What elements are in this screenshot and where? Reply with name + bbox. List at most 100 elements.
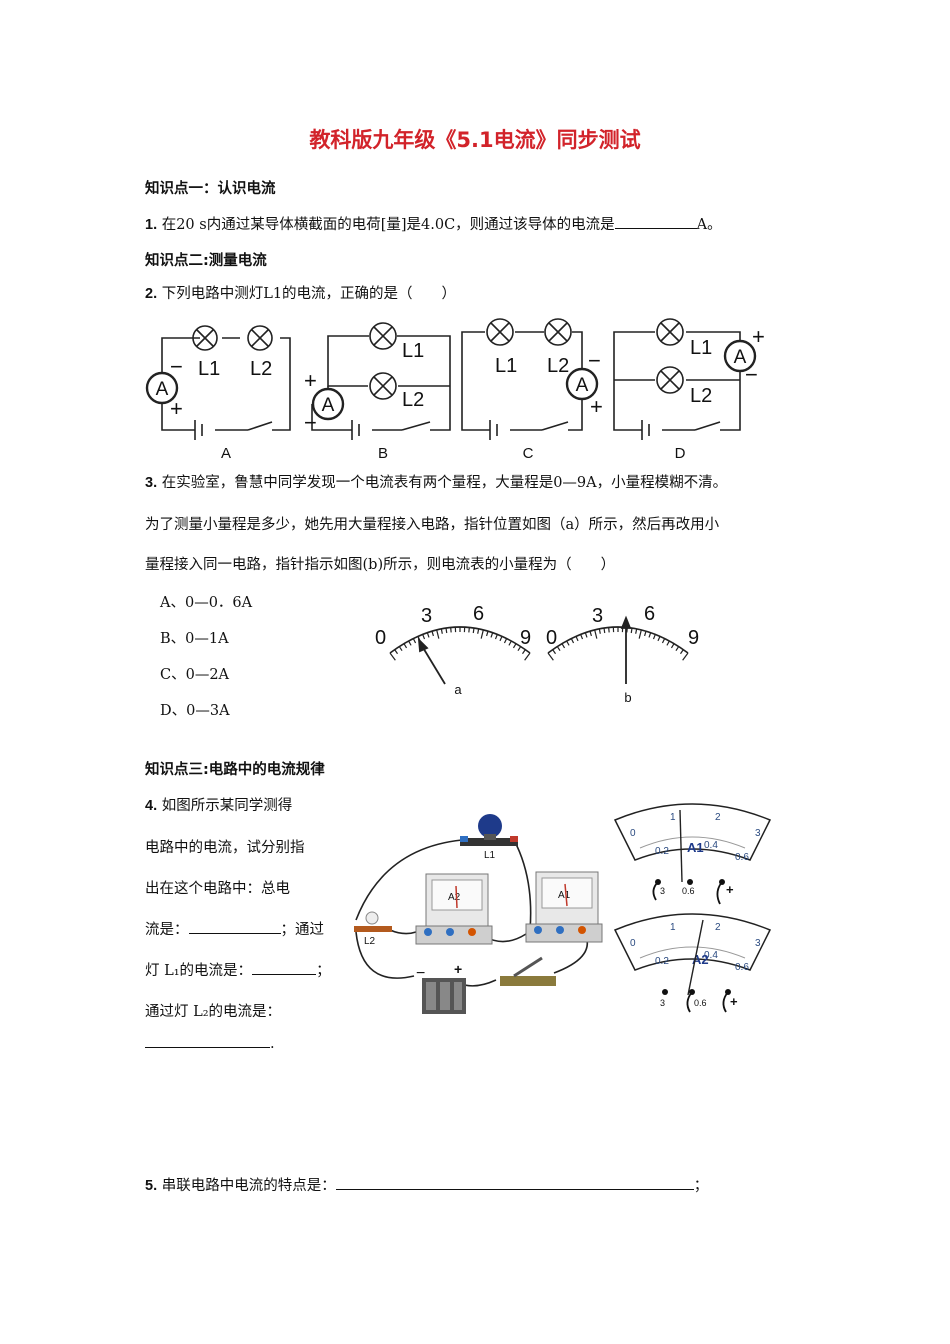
total-current-blank[interactable] <box>188 919 281 934</box>
dial-tick <box>570 638 575 644</box>
svg-text:A1: A1 <box>558 890 571 901</box>
svg-text:A1: A1 <box>687 840 704 855</box>
dial-tick <box>682 652 689 661</box>
svg-text:D: D <box>675 445 686 462</box>
svg-text:A2: A2 <box>448 892 461 903</box>
svg-text:L1: L1 <box>198 358 220 380</box>
dial-tick <box>490 632 494 638</box>
svg-text:0.6: 0.6 <box>694 998 707 1008</box>
dial-tick <box>561 643 566 649</box>
dial-tick <box>517 646 522 652</box>
svg-text:0: 0 <box>630 938 636 949</box>
svg-text:B: B <box>378 445 388 462</box>
svg-text:0.4: 0.4 <box>704 950 718 961</box>
dial-tick <box>472 627 475 634</box>
ammeter-dials-figure: 0 3 6 9 0 3 6 9 a b <box>375 603 699 705</box>
dial-tick <box>477 628 480 634</box>
dial-tick <box>566 640 570 646</box>
dial-tick <box>598 628 601 634</box>
dial-tick <box>426 632 430 638</box>
svg-text:−: − <box>588 348 601 373</box>
dial-tick <box>638 629 642 639</box>
dial-tick <box>431 630 434 637</box>
svg-text:2: 2 <box>715 922 721 933</box>
answer-blank[interactable] <box>614 214 697 229</box>
section-heading-1: 知识点一：认识电流 <box>145 181 276 197</box>
dial-tick <box>412 638 417 644</box>
svg-text:3: 3 <box>755 938 761 949</box>
page-title: 教科版九年级《5.1电流》同步测试 <box>309 128 641 152</box>
l1-current-blank[interactable] <box>252 960 317 975</box>
svg-text:0: 0 <box>546 627 557 649</box>
svg-text:1: 1 <box>670 812 676 823</box>
option-d[interactable]: D、0—3A <box>160 703 230 719</box>
dial-tick <box>679 649 684 655</box>
question-number: 3. <box>145 475 158 491</box>
svg-text:9: 9 <box>688 627 699 649</box>
dial-tick <box>575 636 579 642</box>
question-3-line-3: 量程接入同一电路，指针指示如图(b)所示，则电流表的小量程为（ ） <box>145 557 616 573</box>
svg-text:L2: L2 <box>402 389 424 411</box>
svg-text:−: − <box>170 354 183 379</box>
dial-tick <box>630 627 633 634</box>
svg-text:0.6: 0.6 <box>735 852 749 863</box>
section-heading-2: 知识点二:测量电流 <box>145 253 267 269</box>
dial-tick <box>580 634 584 640</box>
svg-text:a: a <box>454 682 462 697</box>
svg-text:3: 3 <box>660 886 665 896</box>
option-c[interactable]: C、0—2A <box>160 667 230 683</box>
svg-text:0.4: 0.4 <box>704 840 718 851</box>
section-heading-3: 知识点三:电路中的电流规律 <box>145 762 325 778</box>
svg-text:A: A <box>322 395 335 416</box>
svg-text:−: − <box>416 965 425 982</box>
svg-text:+: + <box>752 324 765 349</box>
svg-text:1: 1 <box>670 922 676 933</box>
dial-tick <box>589 630 592 637</box>
dial-tick <box>389 652 396 661</box>
question-text: 下列电路中测灯L1的电流，正确的是（ ） <box>161 286 457 302</box>
svg-text:+: + <box>170 396 183 421</box>
option-b[interactable]: B、0—1A <box>160 631 229 647</box>
svg-text:L1: L1 <box>495 355 517 377</box>
dial-tick <box>422 634 426 640</box>
svg-text:3: 3 <box>592 605 603 627</box>
dial-tick <box>521 649 526 655</box>
question-number: 5. <box>145 1178 158 1194</box>
dial-tick <box>503 638 508 644</box>
question-number: 4. <box>145 798 158 814</box>
question-5: 5. 串联电路中电流的特点是：； <box>145 1174 708 1195</box>
question-2: 2. 下列电路中测灯L1的电流，正确的是（ ） <box>145 282 456 303</box>
svg-text:L2: L2 <box>690 385 712 407</box>
experiment-circuit-figure: L1 L2 A2 A1 − + <box>354 814 603 1014</box>
dial-tick <box>445 627 448 634</box>
dial-tick <box>480 629 484 639</box>
dial-tick <box>670 643 675 649</box>
svg-text:L2: L2 <box>364 936 376 947</box>
option-a[interactable]: A、0—0．6A <box>160 595 253 611</box>
dial-tick <box>408 640 412 646</box>
svg-text:2: 2 <box>715 812 721 823</box>
dial-tick <box>584 632 588 638</box>
series-current-blank[interactable] <box>335 1175 694 1190</box>
dial-tick <box>603 627 606 634</box>
svg-text:L2: L2 <box>547 355 569 377</box>
dial-tick <box>552 649 557 655</box>
question-4-line-5: 灯 L₁的电流是：； <box>145 959 331 980</box>
svg-text:+: + <box>726 882 734 897</box>
meter-closeups-figure: 0 1 2 3 0.2 0.4 0.6 0 1 2 3 0.2 0.4 0.6 … <box>613 803 772 1013</box>
svg-text:6: 6 <box>644 603 655 625</box>
l2-current-blank[interactable] <box>145 1033 270 1048</box>
question-4-line-1: 4. 如图所示某同学测得 <box>145 798 293 814</box>
svg-text:A: A <box>734 347 747 368</box>
svg-text:−: − <box>304 410 317 435</box>
svg-text:b: b <box>624 690 631 705</box>
svg-text:A: A <box>221 445 231 462</box>
svg-text:3: 3 <box>660 998 665 1008</box>
dial-tick <box>486 630 489 637</box>
dial-tick <box>648 632 652 638</box>
dial-tick <box>547 652 554 661</box>
question-4-line-4: 流是：；通过 <box>145 918 324 939</box>
svg-text:6: 6 <box>473 603 484 625</box>
